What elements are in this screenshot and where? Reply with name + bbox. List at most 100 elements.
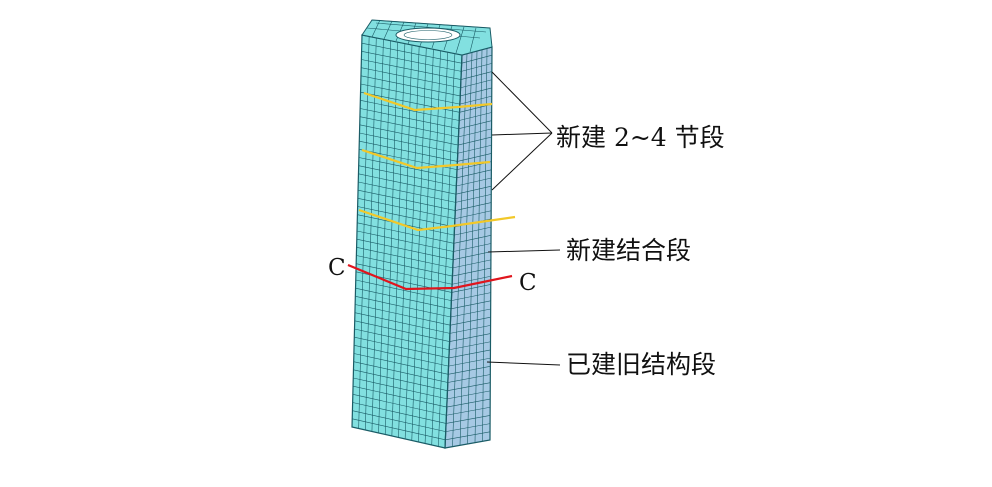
- mesh-line-horizontal: [355, 287, 452, 310]
- mesh-line-horizontal: [360, 100, 460, 121]
- mesh-line-horizontal: [353, 353, 449, 375]
- mesh-line-horizontal: [461, 54, 493, 64]
- leader-lines: [486, 71, 561, 366]
- mesh-line-horizontal: [353, 369, 448, 391]
- leader-line-new-top: [491, 71, 553, 134]
- segment-boundary-3: [358, 208, 516, 232]
- mesh-line-horizontal: [354, 328, 450, 351]
- mesh-line-horizontal: [447, 382, 491, 391]
- mesh-line-horizontal: [356, 263, 453, 285]
- mesh-line-horizontal: [446, 398, 491, 408]
- mesh-line-horizontal: [360, 75, 461, 97]
- mesh-line-horizontal: [358, 181, 456, 203]
- mesh-line-horizontal: [352, 394, 447, 416]
- mesh-line-horizontal: [452, 267, 491, 277]
- mesh-line-horizontal: [459, 112, 492, 121]
- mesh-line-horizontal: [361, 42, 462, 64]
- label-new-segments: 新建 2~4 节段: [556, 123, 725, 152]
- mesh-line-horizontal: [453, 235, 492, 244]
- mesh-line-horizontal: [448, 357, 491, 367]
- mesh-line-horizontal: [457, 144, 492, 154]
- mesh-line-horizontal: [358, 157, 457, 179]
- segment-boundary-1: [363, 91, 493, 112]
- mesh-line-horizontal: [447, 374, 491, 383]
- mesh-line-horizontal: [446, 406, 491, 416]
- mesh-line-horizontal: [446, 415, 491, 424]
- pier-hollow-opening: [395, 27, 461, 43]
- mesh-line-horizontal: [355, 279, 452, 301]
- mesh-line-horizontal: [357, 198, 455, 220]
- mesh-line-horizontal: [361, 51, 462, 72]
- mesh-line-horizontal: [352, 385, 447, 408]
- leader-line-old: [486, 361, 561, 366]
- mesh-line-horizontal: [454, 210, 492, 220]
- mesh-line-horizontal: [458, 128, 492, 138]
- mesh-line-horizontal: [454, 226, 492, 236]
- mesh-line-horizontal: [361, 67, 461, 89]
- mesh-line-horizontal: [452, 275, 491, 285]
- mesh-line-horizontal: [448, 349, 491, 359]
- mesh-line-horizontal: [459, 104, 492, 113]
- mesh-line-horizontal: [449, 333, 491, 342]
- mesh-line-horizontal: [445, 431, 491, 441]
- mesh-line-horizontal: [449, 341, 491, 351]
- mesh-line-horizontal: [456, 169, 492, 179]
- mesh-line-horizontal: [358, 173, 457, 195]
- mesh-line-horizontal: [455, 202, 492, 211]
- mesh-line-horizontal: [445, 423, 491, 432]
- mesh-line-horizontal: [459, 95, 492, 105]
- mesh-line-horizontal: [352, 418, 446, 441]
- mesh-line-horizontal: [356, 255, 453, 277]
- mesh-line-horizontal: [448, 366, 491, 375]
- mesh-line-horizontal: [457, 153, 492, 162]
- mesh-line-horizontal: [449, 325, 491, 334]
- mesh-line-horizontal: [352, 410, 446, 432]
- mesh-line-horizontal: [450, 308, 491, 318]
- mesh-line-horizontal: [359, 116, 459, 138]
- mesh-line-horizontal: [353, 377, 448, 400]
- leader-line-new-mid: [491, 132, 553, 136]
- mesh-line-horizontal: [354, 320, 450, 342]
- mesh-line-horizontal: [460, 71, 492, 80]
- mesh-line-horizontal: [360, 83, 460, 105]
- mesh-line-horizontal: [460, 79, 492, 89]
- mesh-line-horizontal: [453, 243, 492, 252]
- mesh-line-horizontal: [357, 206, 455, 228]
- leader-line-new-bottom: [491, 132, 553, 191]
- mesh-line-horizontal: [359, 124, 459, 146]
- mesh-line-horizontal: [355, 296, 451, 318]
- mesh-line-horizontal: [461, 63, 492, 72]
- mesh-line-horizontal: [455, 194, 492, 203]
- section-label-right: C: [519, 270, 537, 296]
- mesh-line-horizontal: [358, 165, 457, 187]
- mesh-line-horizontal: [356, 247, 453, 269]
- mesh-line-horizontal: [354, 312, 451, 334]
- mesh-line-horizontal: [450, 316, 491, 326]
- pier-model: [347, 19, 516, 449]
- mesh-line-horizontal: [450, 300, 491, 310]
- section-cut-line: [347, 263, 513, 291]
- mesh-line-horizontal: [355, 304, 451, 326]
- mesh-line-horizontal: [456, 177, 492, 187]
- segment-boundary-2: [361, 148, 491, 170]
- mesh-line-horizontal: [361, 59, 461, 80]
- mesh-line-horizontal: [359, 140, 458, 162]
- mesh-line-horizontal: [455, 185, 492, 195]
- mesh-line-horizontal: [458, 136, 492, 146]
- mesh-line-horizontal: [458, 120, 492, 129]
- leader-line-joint: [487, 249, 561, 253]
- mesh-line-horizontal: [353, 361, 448, 383]
- mesh-line-horizontal: [357, 189, 456, 211]
- mesh-line-horizontal: [357, 222, 454, 244]
- mesh-line-horizontal: [460, 87, 492, 97]
- mesh-line-horizontal: [451, 284, 491, 293]
- side-face-mesh: [445, 48, 493, 447]
- label-joint-segment: 新建结合段: [566, 236, 691, 265]
- label-old-segment: 已建旧结构段: [566, 350, 716, 379]
- mesh-line-horizontal: [453, 251, 492, 260]
- mesh-line-horizontal: [354, 345, 449, 367]
- mesh-line-horizontal: [354, 336, 449, 359]
- mesh-line-horizontal: [356, 238, 454, 260]
- mesh-line-horizontal: [352, 402, 447, 424]
